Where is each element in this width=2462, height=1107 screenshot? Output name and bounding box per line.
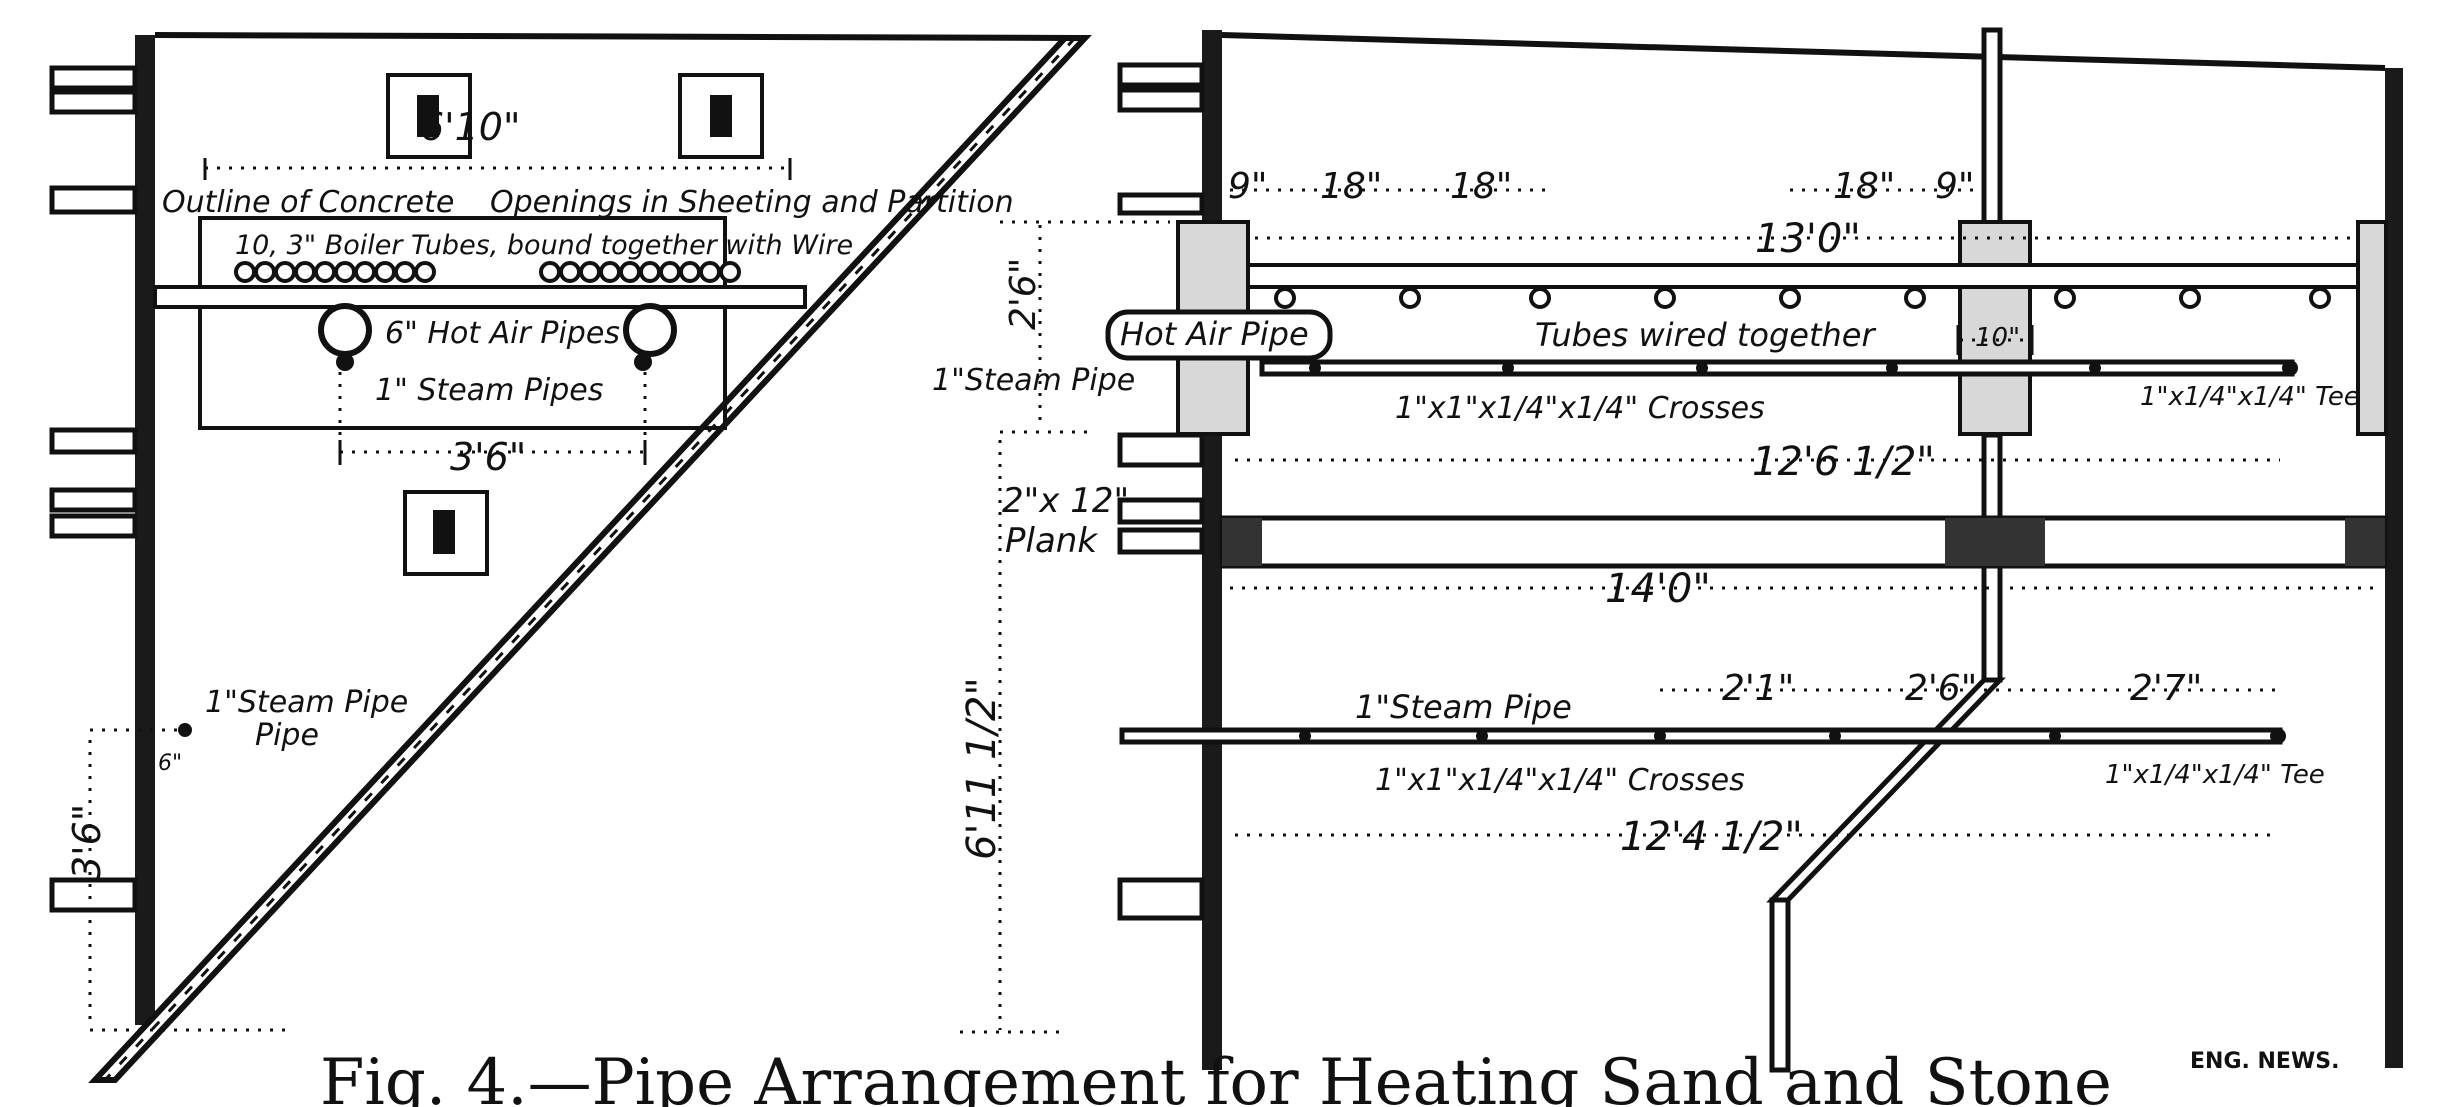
upper-tubes	[1274, 287, 2331, 309]
steam-pipe-label-left-2: Pipe	[255, 718, 319, 753]
dim-plank-span: 14'0"	[1605, 566, 1711, 612]
left-joist-stubs	[49, 65, 138, 913]
eng-news-credit: ENG. NEWS.	[2190, 1049, 2339, 1074]
steam-pipe-label-left: 1"Steam Pipe	[205, 685, 408, 720]
boiler-tubes	[234, 261, 741, 283]
hot-air-pipe-label: Hot Air Pipe	[1120, 315, 1309, 353]
tube-support-beam	[153, 285, 807, 309]
outline-of-concrete-label: Outline of Concrete	[162, 185, 454, 220]
dim-18-b: 18"	[1450, 166, 1512, 207]
left-sheet-outline	[154, 32, 1081, 41]
concrete-block-center	[1958, 220, 2032, 436]
boiler-tubes-label: 10, 3" Boiler Tubes, bound together with…	[235, 230, 853, 261]
tee-lower-label: 1"x1/4"x1/4" Tee	[2105, 760, 2325, 790]
right-view-left-wall	[1202, 30, 1222, 1070]
hot-air-pipes-label: 6" Hot Air Pipes	[385, 316, 620, 351]
upper-crosses	[1309, 360, 2298, 376]
right-view-far-wall	[2385, 68, 2403, 1068]
diagonal-partition	[88, 35, 1092, 1083]
plank-label-1: 2"x 12"	[1002, 481, 1129, 521]
tubes-wired-label: Tubes wired together	[1535, 316, 1876, 354]
dim-18-a: 18"	[1320, 166, 1382, 207]
right-elevation-view	[960, 27, 2403, 1073]
plank-label-2: Plank	[1005, 521, 1098, 561]
concrete-block-right	[2356, 220, 2388, 436]
dim-pipe-spacing: 3'6"	[450, 435, 526, 479]
openings	[386, 73, 764, 576]
hot-air-pipes	[318, 303, 677, 371]
right-top-edge	[1221, 32, 2386, 71]
dim-9-right: 9"	[1935, 166, 1974, 207]
dim-2-7: 2'7"	[2130, 668, 2202, 709]
steam-pipes-label: 1" Steam Pipes	[375, 373, 603, 408]
left-wall	[135, 35, 155, 1025]
right-joist-stubs	[1117, 62, 1205, 921]
dim-lower-height: 6'11 1/2"	[959, 677, 1005, 860]
dim-height-left: 3'6"	[65, 804, 109, 880]
upper-steam-pipe	[1259, 359, 2295, 377]
steam-pipe-upper-label: 1"Steam Pipe	[932, 363, 1135, 398]
plank	[1219, 515, 2388, 569]
lower-crosses	[1299, 728, 2286, 744]
left-plan-view	[49, 32, 1092, 1083]
figure-caption: Fig. 4.—Pipe Arrangement for Heating San…	[320, 1046, 2112, 1107]
tee-upper-label: 1"x1/4"x1/4" Tee	[2140, 382, 2360, 412]
dim-2-1: 2'1"	[1722, 668, 1794, 709]
concrete-outline	[198, 216, 727, 430]
hot-air-pipe	[1105, 309, 1333, 361]
steam-pipe-lower-label: 1"Steam Pipe	[1355, 688, 1572, 726]
dim-small: 6"	[158, 751, 182, 776]
crosses-lower-label: 1"x1"x1/4"x1/4" Crosses	[1375, 763, 1745, 798]
dim-outline-width: 6'10"	[420, 105, 520, 149]
dim-9-left: 9"	[1228, 166, 1267, 207]
dim-2-6: 2'6"	[1905, 668, 1977, 709]
dim-upper-height: 2'6"	[1003, 258, 1044, 330]
openings-label: Openings in Sheeting and Partition	[490, 185, 1014, 220]
dim-18-c: 18"	[1833, 166, 1895, 207]
upper-beam	[1246, 263, 2360, 289]
lower-steam-pipe	[1119, 727, 2283, 745]
crosses-upper-label: 1"x1"x1/4"x1/4" Crosses	[1395, 391, 1765, 426]
dim-upper-span: 13'0"	[1755, 216, 1861, 262]
dim-lower-pipe: 12'4 1/2"	[1620, 814, 1803, 860]
dim-10: 10"	[1975, 323, 2020, 353]
dim-upper-pipe: 12'6 1/2"	[1752, 439, 1935, 485]
